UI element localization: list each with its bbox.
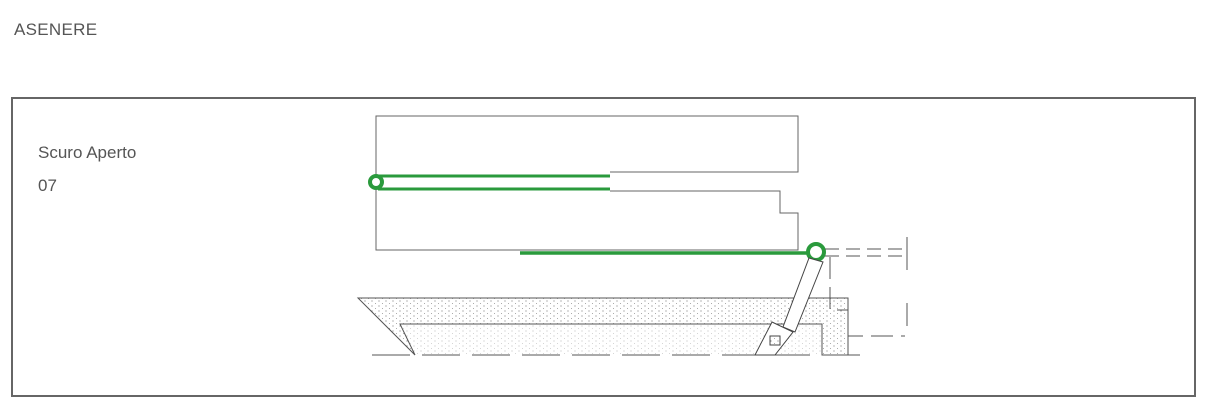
folding-hinge-icon (368, 174, 610, 191)
detail-code: 07 (38, 176, 57, 195)
detail-panel (11, 97, 1196, 397)
hinge-anchor-bracket (754, 257, 824, 356)
upper-shutter-leaf (375, 115, 799, 178)
detail-name: Scuro Aperto (38, 143, 137, 162)
wall-hinge-icon (520, 242, 826, 262)
concrete-sill (356, 297, 860, 356)
section-title: ASENERE (14, 20, 98, 39)
lower-shutter-leaf (375, 186, 799, 251)
